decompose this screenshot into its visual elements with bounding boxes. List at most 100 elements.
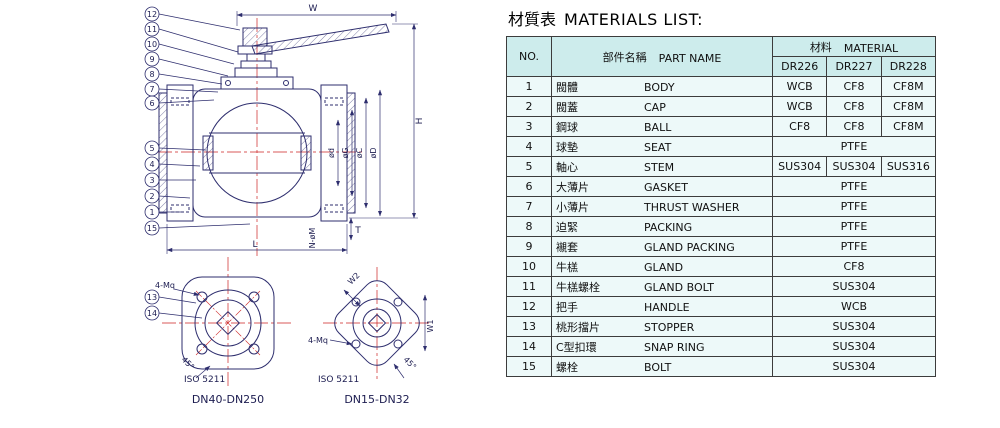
material-cell: CF8: [772, 256, 936, 277]
dim-h: H: [415, 118, 425, 125]
row-number: 5: [506, 156, 552, 177]
part-name-en: STEM: [644, 160, 675, 174]
header-grade-dr226: DR226: [771, 56, 828, 77]
part-name-cn: 閥體: [556, 80, 578, 94]
header-no: NO.: [506, 36, 552, 77]
flange-left: [166, 84, 194, 222]
part-name-cn: 閥蓋: [556, 100, 578, 114]
material-cell: SUS304: [771, 156, 828, 177]
material-cell: PTFE: [772, 136, 936, 157]
pad-bolt: [225, 80, 231, 86]
material-cell: WCB: [771, 76, 828, 97]
header-part-name-cn: 部件名稱: [602, 50, 647, 64]
row-number: 3: [506, 116, 552, 137]
stem-top: [215, 310, 241, 336]
row-number: 7: [506, 196, 552, 217]
stem-nut: [246, 53, 266, 62]
main-section-view: [158, 11, 418, 256]
handle-lever: [251, 23, 390, 55]
part-name-cn: 球墊: [556, 140, 578, 154]
row-number: 8: [506, 216, 552, 237]
material-cell: WCB: [771, 96, 828, 117]
part-name-cn: 把手: [556, 300, 578, 314]
stem-top: [367, 313, 387, 333]
dim-d-d: øD: [369, 147, 378, 158]
part-name-en: BALL: [644, 120, 672, 134]
seat-left: [202, 135, 214, 171]
part-name-en: CAP: [644, 100, 666, 114]
dim-w1: W1: [426, 320, 435, 333]
part-name-cn: 牛榚螺栓: [556, 280, 600, 294]
callout-14: 14: [147, 309, 157, 318]
callout-12: 12: [147, 10, 157, 19]
header-grade-dr228: DR228: [880, 56, 937, 77]
caption-dn40-dn250: DN40-DN250: [192, 393, 264, 406]
callout-6: 6: [149, 99, 154, 108]
packing-box: [234, 67, 278, 78]
callouts-main: [144, 6, 251, 236]
dim-l: L: [252, 240, 257, 250]
callout-7: 7: [149, 85, 154, 94]
row-number: 12: [506, 296, 552, 317]
bottom-view-small: [323, 267, 431, 379]
mount-hole: [248, 291, 260, 303]
material-cell: SUS304: [772, 356, 936, 377]
row-number: 9: [506, 236, 552, 257]
callout-8: 8: [149, 70, 154, 79]
row-number: 15: [506, 356, 552, 377]
label-angle-large: 45°: [180, 355, 196, 371]
material-cell: SUS316: [880, 156, 937, 177]
part-name-cn: 牛榚: [556, 260, 578, 274]
material-cell: CF8: [826, 76, 882, 97]
mount-hole: [393, 339, 403, 349]
dim-d-g: øG: [341, 147, 350, 158]
callouts-bottom: [144, 289, 203, 321]
material-cell: CF8M: [880, 116, 937, 137]
material-cell: PTFE: [772, 216, 936, 237]
callout-11: 11: [147, 25, 157, 34]
label-angle-small: 45°: [402, 355, 418, 371]
callout-3: 3: [149, 176, 154, 185]
bolt-hole: [170, 204, 190, 213]
part-name-cn: C型扣環: [556, 340, 597, 354]
mount-hole: [196, 291, 208, 303]
part-name-cn: 鋼球: [556, 120, 578, 134]
part-name-cn: 襯套: [556, 240, 578, 254]
part-name-en: PACKING: [644, 220, 693, 234]
part-name-cell: 牛榚 GLAND: [551, 256, 773, 277]
row-number: 1: [506, 76, 552, 97]
callout-4: 4: [149, 160, 154, 169]
callout-13: 13: [147, 293, 157, 302]
part-name-en: THRUST WASHER: [644, 200, 740, 214]
label-iso-small: ISO 5211: [318, 375, 359, 385]
material-cell: SUS304: [826, 156, 882, 177]
bolt-hole: [324, 97, 344, 106]
material-cell: SUS304: [772, 276, 936, 297]
header-material-cn: 材料: [809, 40, 832, 54]
callout-15: 15: [147, 224, 157, 233]
label-iso-large: ISO 5211: [184, 375, 225, 385]
dim-n-m: N-øM: [308, 228, 317, 249]
callout-numbers-main: 12 11 10 9 8 7 6 5 4 3 2 1 15: [147, 10, 157, 233]
mount-hole: [248, 343, 260, 355]
part-name-en: GLAND: [644, 260, 684, 274]
dim-w2: W2: [346, 271, 362, 287]
callout-1: 1: [149, 208, 154, 217]
